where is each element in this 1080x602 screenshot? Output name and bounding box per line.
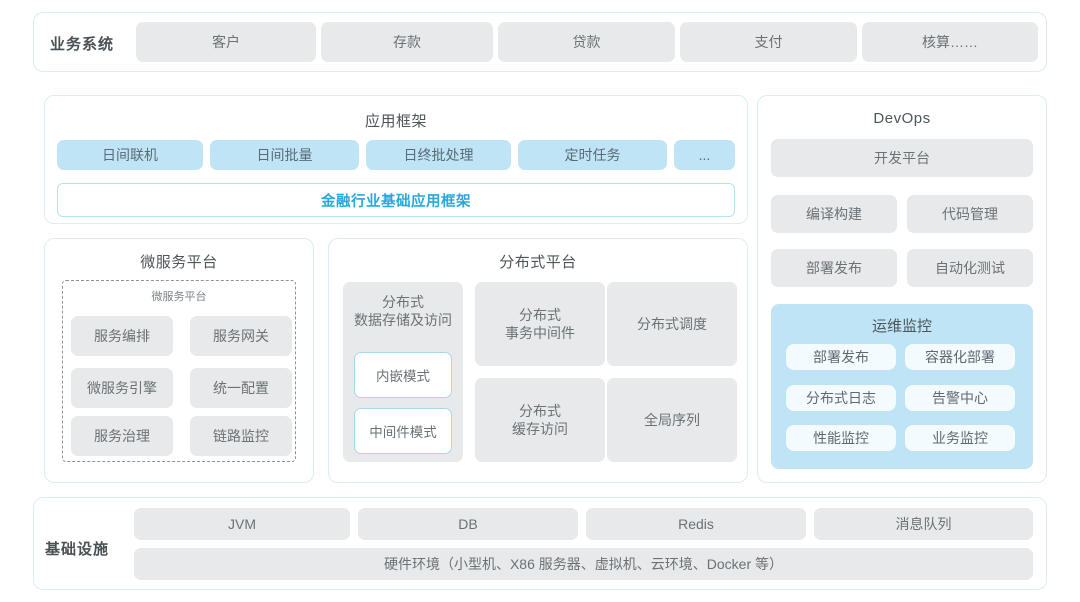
microservice-card[interactable]: 服务编排 — [71, 316, 173, 356]
infrastructure-card[interactable]: 消息队列 — [814, 508, 1033, 540]
app-framework-pill[interactable]: 日终批处理 — [366, 140, 511, 170]
microservice-card[interactable]: 微服务引擎 — [71, 368, 173, 408]
business-system-card[interactable]: 支付 — [680, 22, 857, 62]
devops-card[interactable]: 代码管理 — [907, 195, 1033, 233]
infrastructure-card[interactable]: JVM — [134, 508, 350, 540]
microservice-card[interactable]: 统一配置 — [190, 368, 292, 408]
distributed-storage-subcard[interactable]: 中间件模式 — [354, 408, 452, 454]
microservice-inner-title: 微服务平台 — [151, 291, 207, 303]
app-framework-pill[interactable]: 日间批量 — [210, 140, 359, 170]
business-system-card[interactable]: 贷款 — [498, 22, 675, 62]
business-systems-label: 业务系统 — [50, 36, 115, 53]
app-framework-pill[interactable]: ... — [674, 140, 735, 170]
devops-card[interactable]: 部署发布 — [771, 249, 897, 287]
distributed-storage-label: 分布式数据存储及访问 — [354, 294, 452, 329]
distributed-platform-title: 分布式平台 — [499, 254, 577, 271]
ops-monitoring-card[interactable]: 业务监控 — [904, 424, 1016, 452]
ops-monitoring-card[interactable]: 容器化部署 — [904, 343, 1016, 371]
business-system-card[interactable]: 存款 — [321, 22, 493, 62]
microservice-platform-title: 微服务平台 — [140, 254, 218, 271]
distributed-platform-card[interactable]: 分布式调度 — [607, 282, 737, 366]
microservice-card[interactable]: 服务治理 — [71, 416, 173, 456]
distributed-platform-card[interactable]: 全局序列 — [607, 378, 737, 462]
microservice-card[interactable]: 服务网关 — [190, 316, 292, 356]
financial-foundation-framework-card[interactable]: 金融行业基础应用框架 — [57, 183, 735, 217]
infrastructure-card[interactable]: Redis — [586, 508, 806, 540]
microservice-card[interactable]: 链路监控 — [190, 416, 292, 456]
infrastructure-label: 基础设施 — [45, 541, 110, 558]
ops-monitoring-card[interactable]: 部署发布 — [785, 343, 897, 371]
ops-monitoring-title: 运维监控 — [871, 318, 932, 335]
distributed-platform-card[interactable]: 分布式缓存访问 — [475, 378, 605, 462]
distributed-storage-subcard[interactable]: 内嵌模式 — [354, 352, 452, 398]
devops-card[interactable]: 编译构建 — [771, 195, 897, 233]
business-system-card[interactable]: 客户 — [136, 22, 316, 62]
hardware-environment-card[interactable]: 硬件环境（小型机、X86 服务器、虚拟机、云环境、Docker 等） — [134, 548, 1033, 580]
devops-card[interactable]: 自动化测试 — [907, 249, 1033, 287]
app-framework-pill[interactable]: 日间联机 — [57, 140, 203, 170]
app-framework-pill[interactable]: 定时任务 — [518, 140, 667, 170]
business-system-card[interactable]: 核算…… — [862, 22, 1038, 62]
ops-monitoring-card[interactable]: 性能监控 — [785, 424, 897, 452]
ops-monitoring-card[interactable]: 分布式日志 — [785, 384, 897, 412]
ops-monitoring-card[interactable]: 告警中心 — [904, 384, 1016, 412]
infrastructure-card[interactable]: DB — [358, 508, 578, 540]
devops-title: DevOps — [873, 110, 931, 127]
application-framework-title: 应用框架 — [364, 113, 427, 130]
microservice-dashed-group — [62, 280, 296, 462]
devops-card[interactable]: 开发平台 — [771, 139, 1033, 177]
distributed-platform-card[interactable]: 分布式事务中间件 — [475, 282, 605, 366]
